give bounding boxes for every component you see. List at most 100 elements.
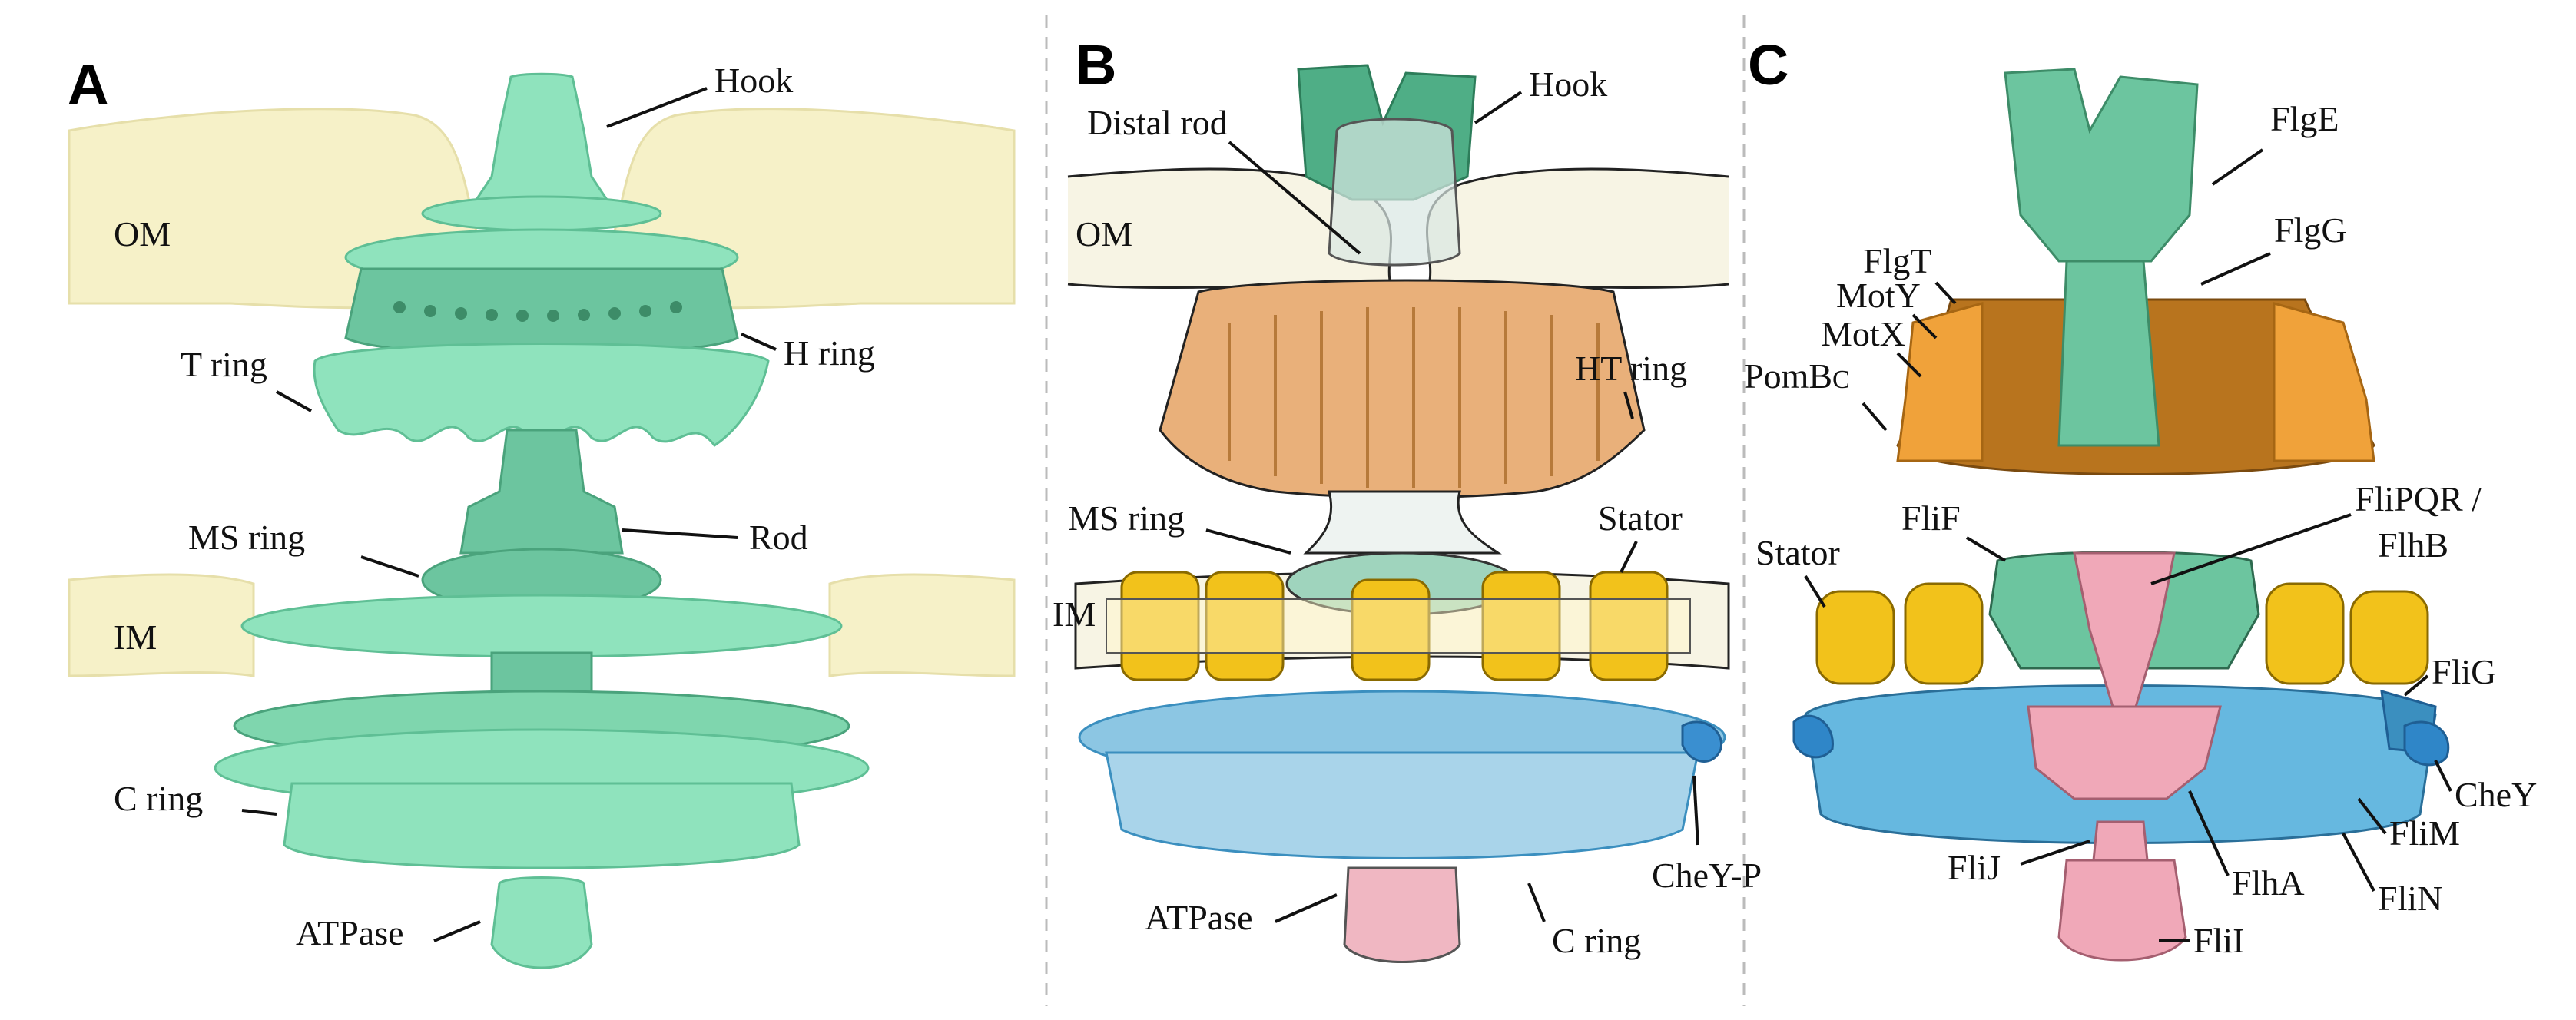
- hook-density: [474, 72, 609, 201]
- leader-ms-ring-a: [360, 555, 419, 578]
- flgg-model: [2057, 260, 2160, 447]
- inner-membrane-left: [68, 573, 255, 677]
- label-im-a: IM: [114, 618, 157, 657]
- label-om-a: OM: [114, 214, 171, 253]
- leader-chey-p: [1692, 775, 1699, 846]
- leader-flipqr: [2150, 513, 2352, 585]
- leader-hook-a: [606, 87, 708, 128]
- leader-flin: [2342, 833, 2375, 892]
- label-flim: FliM: [2389, 813, 2460, 853]
- leader-atpase-b: [1275, 893, 1338, 923]
- label-flig: FliG: [2432, 652, 2496, 691]
- distal-rod-envelope: [1328, 118, 1461, 267]
- chey-lobe: [2403, 720, 2450, 767]
- orange-outer-right: [2273, 302, 2375, 462]
- label-flif: FliF: [1901, 498, 1961, 538]
- leader-stator-b: [1620, 541, 1638, 573]
- panel-letter-b: B: [1076, 33, 1116, 97]
- label-flha: FlhA: [2232, 863, 2305, 902]
- label-hook-a: Hook: [714, 61, 793, 100]
- leader-pombc: [1862, 402, 1888, 432]
- leader-ht-ring: [1623, 391, 1634, 419]
- label-ht-ring: HT ring: [1575, 349, 1687, 388]
- leader-flif: [1965, 536, 2007, 562]
- c-ring-left-lobe: [1792, 714, 1834, 759]
- label-t-ring: T ring: [181, 345, 267, 384]
- leader-t-ring: [276, 390, 312, 412]
- leader-chey: [2434, 760, 2452, 792]
- label-stator-b: Stator: [1598, 498, 1683, 538]
- leader-flij: [2020, 840, 2090, 866]
- leader-flgt: [1934, 281, 1957, 305]
- inner-membrane-right: [828, 573, 1016, 677]
- leader-rod: [622, 528, 738, 539]
- label-flge: FlgE: [2270, 99, 2339, 138]
- label-moty: MotY: [1836, 276, 1921, 315]
- flij-model: [2092, 820, 2149, 862]
- leader-motx: [1896, 352, 1922, 378]
- leader-stator-c: [1804, 575, 1826, 608]
- panel-letter-c: C: [1748, 33, 1789, 97]
- flge-model: [2004, 68, 2199, 263]
- label-h-ring: H ring: [784, 333, 875, 373]
- leader-c-ring-a: [241, 809, 277, 816]
- label-om-b: OM: [1076, 214, 1132, 253]
- c-ring-body: [283, 782, 801, 869]
- leader-ms-ring-b: [1205, 528, 1291, 555]
- label-flii: FliI: [2193, 921, 2244, 960]
- flii-model: [2057, 859, 2187, 962]
- label-hook-b: Hook: [1529, 65, 1607, 104]
- motor-density-map: [214, 72, 870, 969]
- label-c-ring-b: C ring: [1552, 921, 1641, 960]
- flipqr-flhb-model: [2073, 551, 2176, 708]
- ms-ring-flange: [240, 594, 843, 658]
- im-overlay-b: [1106, 598, 1691, 654]
- rod-density: [459, 429, 624, 555]
- ht-ring-texture: [1228, 307, 1600, 488]
- h-ring-holes: [393, 301, 682, 322]
- leader-hook-b: [1474, 91, 1523, 124]
- label-atpase-b: ATPase: [1145, 898, 1253, 937]
- label-flipqr: FliPQR /: [2355, 479, 2482, 518]
- h-ring-collar: [421, 195, 662, 232]
- label-c-ring-a: C ring: [114, 779, 203, 818]
- label-pombc-main: PomB: [1744, 356, 1832, 396]
- leader-flha: [2188, 790, 2230, 876]
- label-pombc: PomBC: [1744, 356, 1850, 396]
- leader-moty: [1911, 313, 1938, 339]
- label-pombc-sub: C: [1832, 366, 1850, 394]
- leader-flge: [2211, 148, 2264, 186]
- label-flin: FliN: [2378, 879, 2442, 918]
- leader-c-ring-b: [1527, 883, 1546, 922]
- label-distal-rod: Distal rod: [1087, 103, 1228, 142]
- atpase-model-b: [1343, 866, 1461, 963]
- ht-ring-model: [1159, 279, 1646, 498]
- leader-flim: [2357, 797, 2387, 835]
- t-ring-lobes: [313, 343, 770, 448]
- label-flij: FliJ: [1948, 848, 2001, 887]
- label-ms-ring-b: MS ring: [1068, 498, 1185, 538]
- label-stator-c: Stator: [1755, 533, 1840, 572]
- label-ms-ring-a: MS ring: [188, 518, 305, 557]
- orange-outer-left: [1896, 302, 1984, 462]
- label-flgg: FlgG: [2274, 210, 2347, 250]
- ms-ring-envelope-b: [1303, 490, 1502, 555]
- chey-p-model: [1681, 720, 1722, 763]
- panel-c: C FlgE FlgG FlgT MotY MotX PomBC FliF Fl…: [1744, 33, 2537, 962]
- om-outline-b-right: [1426, 167, 1729, 289]
- label-motx: MotX: [1821, 314, 1905, 353]
- leader-distal-rod: [1228, 141, 1361, 255]
- stator-units-c: [1815, 582, 2429, 685]
- label-chey: CheY: [2455, 775, 2537, 814]
- label-chey-p: CheY-P: [1652, 856, 1762, 895]
- leader-flgg: [2200, 252, 2271, 286]
- panel-b: B Hook Distal rod OM HT ring MS ring Sta…: [1053, 33, 1762, 963]
- atpase-density: [490, 876, 593, 969]
- panel-letter-a: A: [68, 52, 108, 116]
- leader-flig: [2403, 674, 2429, 697]
- flha-model: [2027, 705, 2222, 800]
- label-atpase-a: ATPase: [296, 913, 404, 952]
- c-ring-body-b: [1105, 751, 1699, 859]
- label-flgt: FlgT: [1863, 241, 1931, 280]
